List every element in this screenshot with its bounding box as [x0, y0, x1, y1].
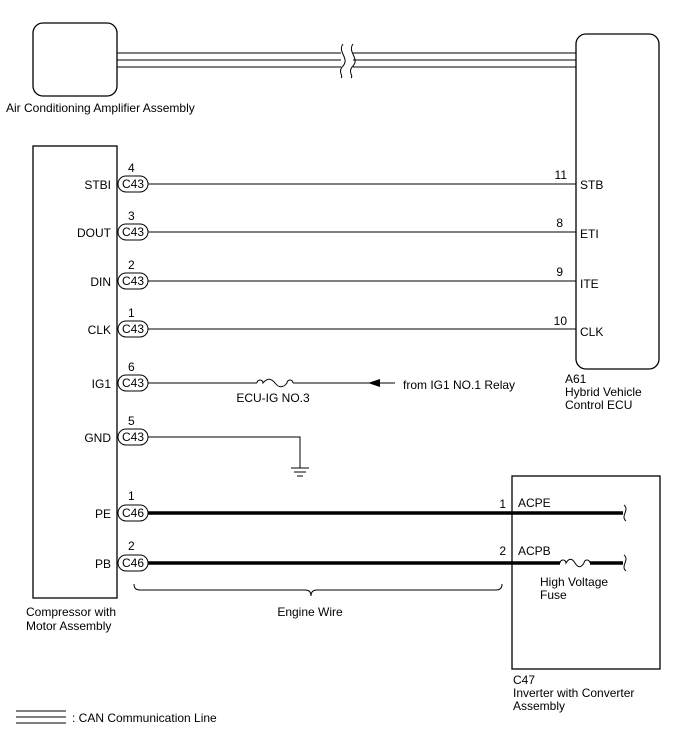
right-pin-number: 8: [556, 216, 563, 230]
connector-label: C46: [122, 506, 144, 520]
connector-badge: [117, 554, 149, 572]
hv-fuse-symbol: [559, 558, 591, 568]
right-pin-number: 9: [556, 265, 563, 279]
wire-break-icon: [623, 504, 627, 522]
pin-number: 4: [128, 161, 135, 175]
terminal-label: STBI: [84, 178, 111, 192]
source-label: from IG1 NO.1 Relay: [403, 378, 515, 392]
right-terminal-label: ACPE: [518, 496, 551, 510]
terminal-label: CLK: [88, 323, 111, 337]
connector-badge: [117, 175, 149, 193]
connector-label: C43: [122, 274, 144, 288]
terminal-label: GND: [84, 431, 111, 445]
hv-fuse-label-line1: High Voltage: [540, 575, 608, 589]
right-pin-number: 11: [555, 168, 568, 182]
pin-number: 2: [128, 258, 135, 272]
can-line-legend-icon: [16, 710, 66, 724]
can-line-legend-label: : CAN Communication Line: [72, 711, 217, 725]
pin-number: 2: [128, 539, 135, 553]
connector-badge: [117, 223, 149, 241]
terminal-label: PE: [95, 507, 111, 521]
engine-wire-bracket: Engine Wire: [133, 583, 503, 619]
wire-dout: DOUT 3 C43 8 ETI: [77, 209, 599, 241]
pin-number: 6: [128, 360, 135, 374]
compressor-label-line1: Compressor with: [26, 605, 116, 619]
hv-ecu-label-line2: Control ECU: [565, 398, 632, 412]
connector-badge: [117, 504, 149, 522]
right-terminal-label: ITE: [580, 277, 599, 291]
connector-badge: [117, 374, 149, 392]
legend: : CAN Communication Line: [16, 710, 217, 725]
ac-amplifier-box: [32, 22, 118, 97]
connector-label: C43: [122, 376, 144, 390]
compressor-label-line2: Motor Assembly: [26, 619, 111, 633]
right-terminal-label: ETI: [580, 227, 599, 241]
terminal-label: DIN: [90, 275, 111, 289]
wire-gnd: GND 5 C43: [84, 414, 309, 477]
connector-badge: [117, 272, 149, 290]
right-pin-number: 10: [554, 314, 568, 328]
hv-line-pb: PB 2 C46 2 ACPB High Voltage Fuse: [95, 539, 627, 602]
compressor-box: [32, 145, 118, 599]
hv-fuse-label-line2: Fuse: [540, 588, 567, 602]
fuse-symbol: [256, 378, 294, 388]
ac-amplifier-label: Air Conditioning Amplifier Assembly: [6, 101, 195, 115]
hv-ecu-code: A61: [565, 372, 587, 386]
right-terminal-label: CLK: [580, 325, 603, 339]
connector-label: C46: [122, 556, 144, 570]
terminal-label: DOUT: [77, 226, 112, 240]
connector-label: C43: [122, 322, 144, 336]
can-communication-line: [117, 43, 576, 79]
pin-number: 1: [128, 306, 135, 320]
right-pin-number: 2: [499, 544, 506, 558]
connector-badge: [117, 428, 149, 446]
wire-break-icon: [623, 554, 627, 572]
pin-number: 3: [128, 209, 135, 223]
wire-stbi: STBI 4 C43 11 STB: [84, 161, 603, 193]
inverter-label-line1: Inverter with Converter: [513, 686, 634, 700]
wire-clk: CLK 1 C43 10 CLK: [88, 306, 604, 339]
inverter-code: C47: [513, 673, 535, 687]
engine-wire-label: Engine Wire: [277, 605, 343, 619]
fuse-label: ECU-IG NO.3: [236, 391, 310, 405]
connector-label: C43: [122, 177, 144, 191]
arrow-icon: [368, 379, 380, 387]
pin-number: 5: [128, 414, 135, 428]
terminal-label: IG1: [92, 377, 112, 391]
connector-label: C43: [122, 430, 144, 444]
connector-label: C43: [122, 225, 144, 239]
connector-badge: [117, 320, 149, 338]
right-terminal-label: ACPB: [518, 544, 551, 558]
right-terminal-label: STB: [580, 178, 603, 192]
hv-ecu-box: [575, 33, 660, 370]
hv-line-pe: PE 1 C46 1 ACPE: [95, 489, 627, 522]
ground-icon: [291, 467, 309, 477]
wire-din: DIN 2 C43 9 ITE: [90, 258, 598, 291]
wire-ig1: IG1 6 C43 ECU-IG NO.3 from IG1 NO.1 Rela…: [92, 360, 515, 405]
right-pin-number: 1: [499, 497, 506, 511]
terminal-label: PB: [95, 557, 111, 571]
inverter-label-line2: Assembly: [513, 699, 565, 713]
inverter-box: [511, 475, 661, 670]
hv-ecu-label-line1: Hybrid Vehicle: [565, 385, 642, 399]
pin-number: 1: [128, 489, 135, 503]
